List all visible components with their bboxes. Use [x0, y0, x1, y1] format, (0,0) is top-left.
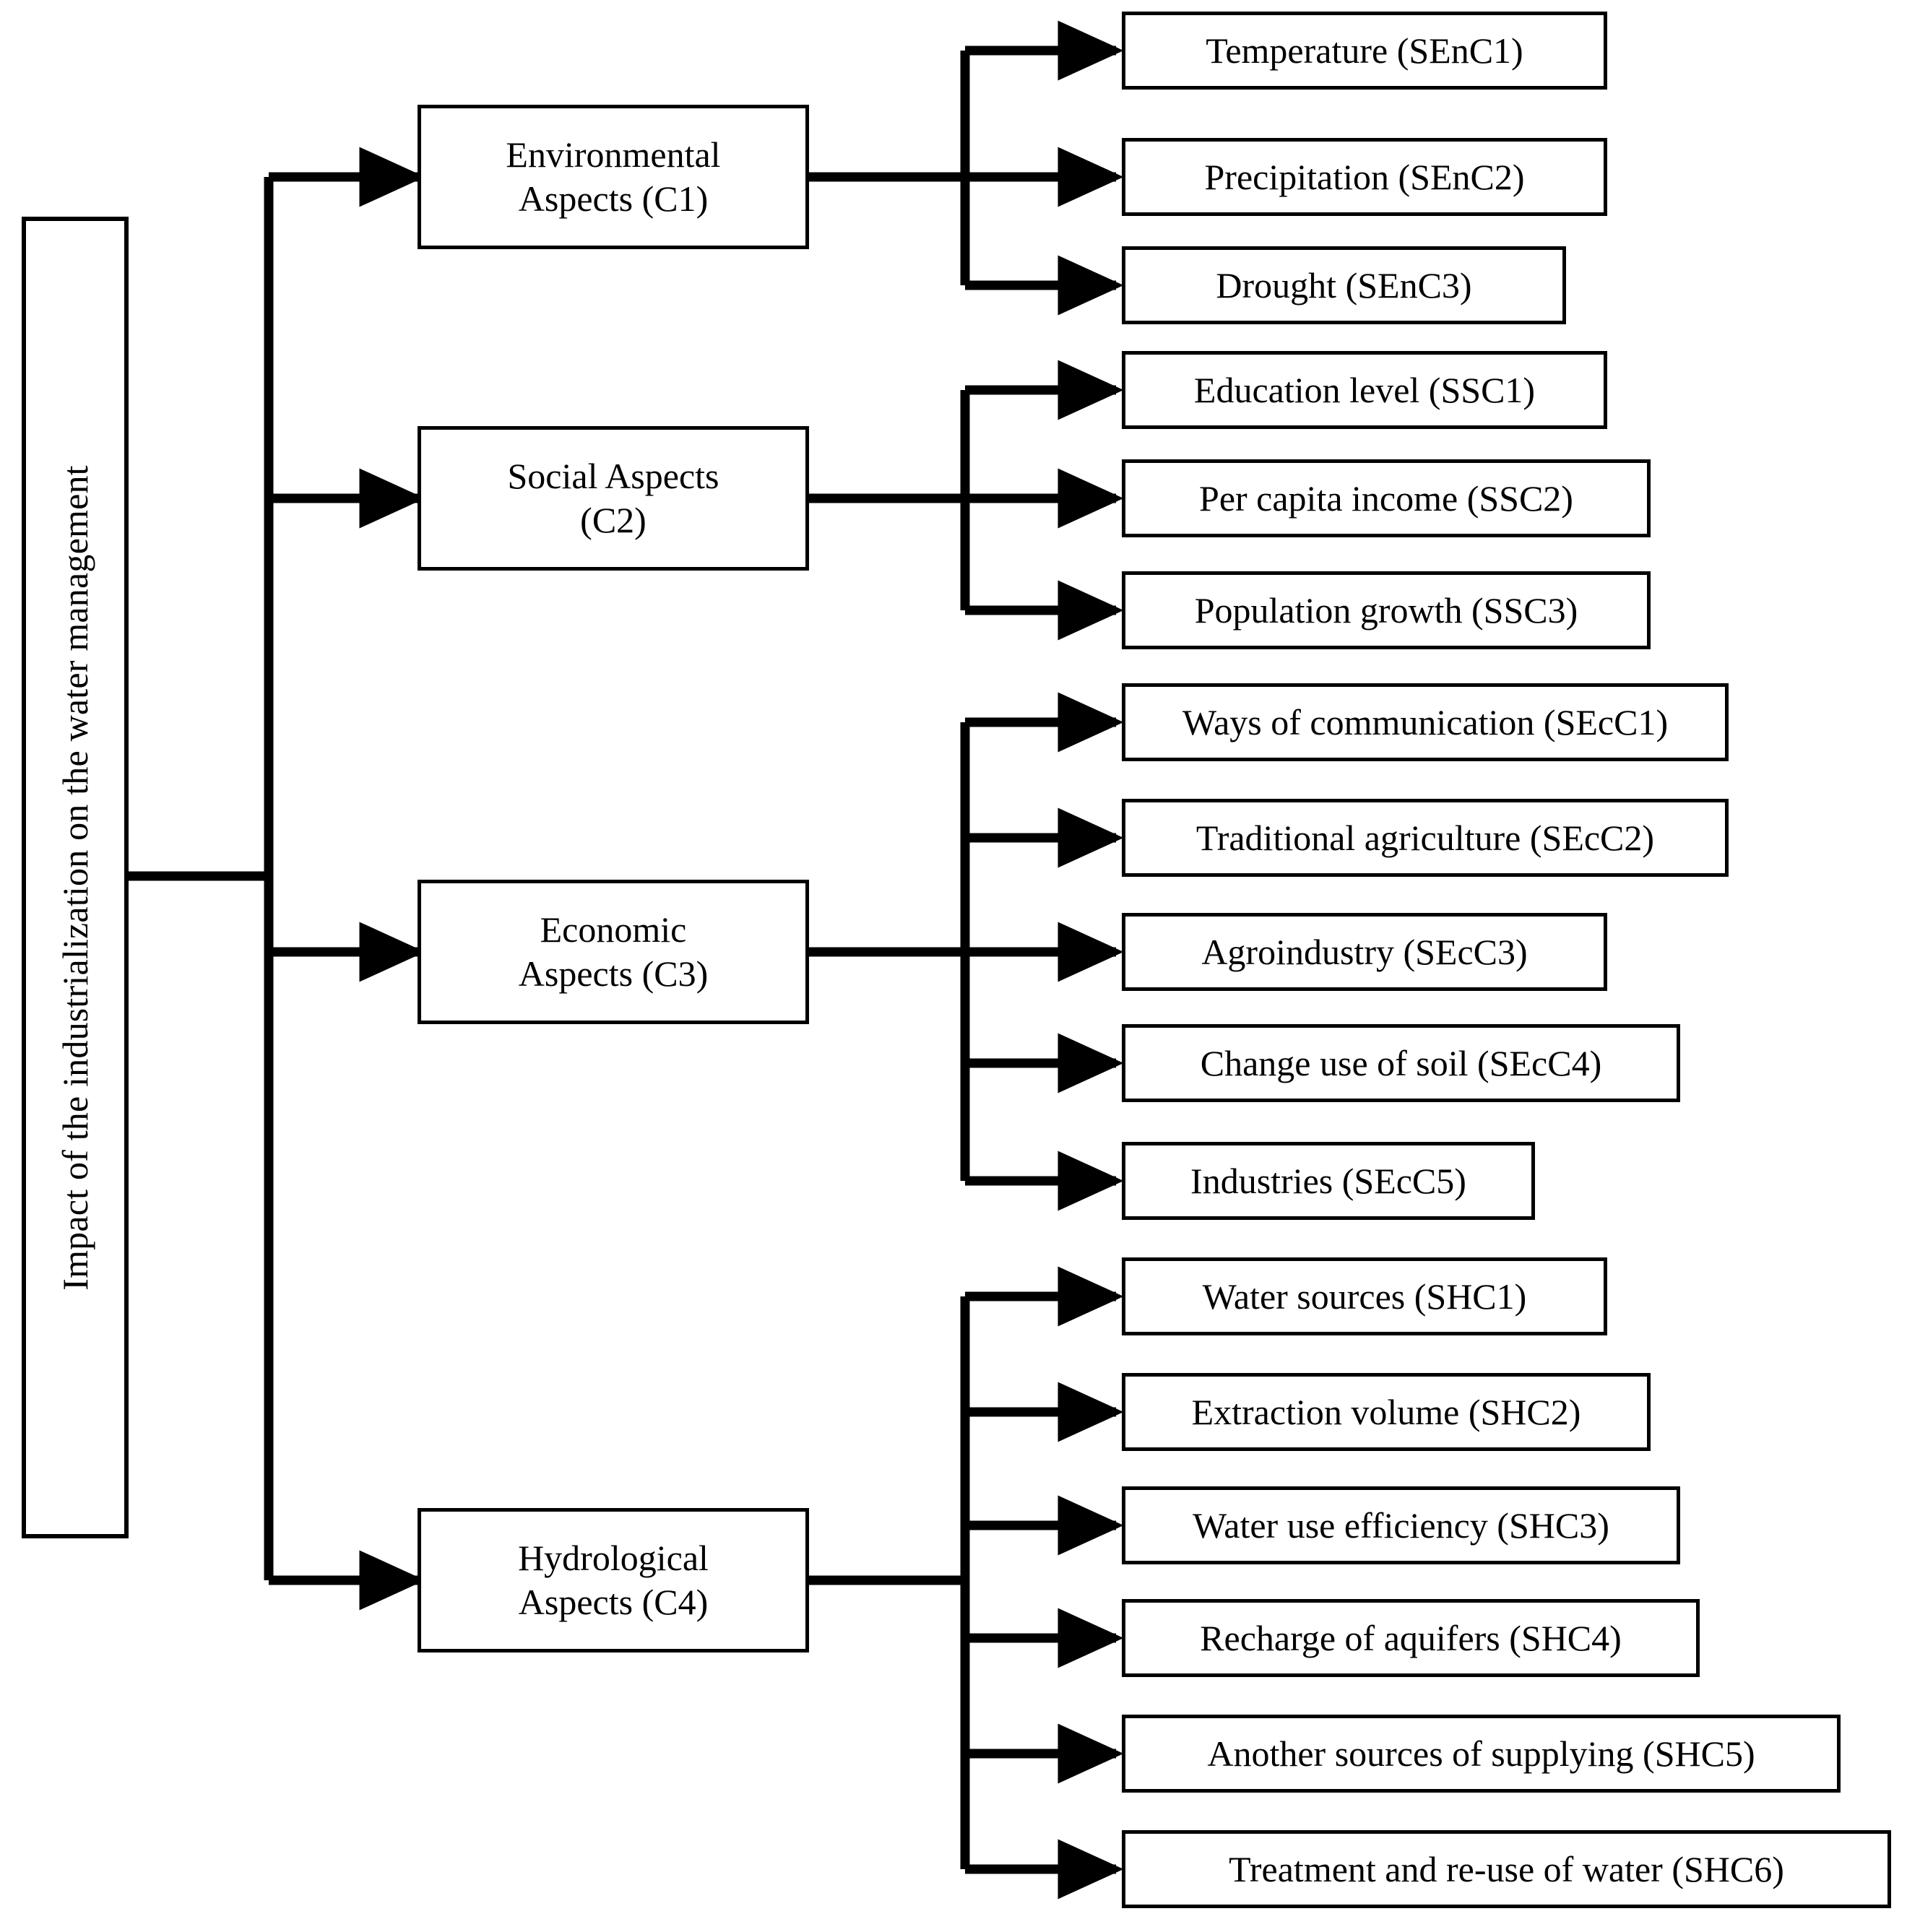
subcriterion-label-shc1: Water sources (SHC1): [1202, 1275, 1527, 1317]
subcriterion-label-senc1: Temperature (SEnC1): [1206, 30, 1523, 71]
criterion-label-c2: Social Aspects (C2): [507, 456, 719, 540]
subcriterion-node-senc3[interactable]: Drought (SEnC3): [1122, 246, 1566, 324]
subcriterion-node-senc1[interactable]: Temperature (SEnC1): [1122, 12, 1607, 90]
criterion-node-c1[interactable]: Environmental Aspects (C1): [418, 105, 809, 249]
subcriterion-node-shc6[interactable]: Treatment and re-use of water (SHC6): [1122, 1830, 1891, 1908]
subcriterion-label-ssc3: Population growth (SSC3): [1194, 589, 1578, 631]
criterion-label-c1: Environmental Aspects (C1): [506, 134, 721, 219]
root-node-label: Impact of the industrialization on the w…: [54, 464, 95, 1291]
subcriterion-label-secc5: Industries (SEcC5): [1190, 1160, 1466, 1201]
subcriterion-node-shc4[interactable]: Recharge of aquifers (SHC4): [1122, 1599, 1700, 1677]
subcriterion-node-ssc3[interactable]: Population growth (SSC3): [1122, 571, 1651, 649]
subcriterion-label-secc3: Agroindustry (SEcC3): [1201, 931, 1528, 972]
subcriterion-node-shc3[interactable]: Water use efficiency (SHC3): [1122, 1486, 1680, 1564]
subcriterion-node-secc5[interactable]: Industries (SEcC5): [1122, 1142, 1535, 1220]
subcriterion-node-secc4[interactable]: Change use of soil (SEcC4): [1122, 1024, 1680, 1102]
subcriterion-node-shc2[interactable]: Extraction volume (SHC2): [1122, 1373, 1651, 1451]
subcriterion-label-shc3: Water use efficiency (SHC3): [1193, 1504, 1609, 1546]
criterion-label-c3: Economic Aspects (C3): [518, 909, 709, 994]
subcriterion-label-secc4: Change use of soil (SEcC4): [1200, 1042, 1602, 1083]
criterion-node-c2[interactable]: Social Aspects (C2): [418, 426, 809, 571]
subcriterion-node-secc1[interactable]: Ways of communication (SEcC1): [1122, 683, 1729, 761]
subcriterion-node-ssc1[interactable]: Education level (SSC1): [1122, 351, 1607, 429]
subcriterion-label-ssc2: Per capita income (SSC2): [1199, 477, 1573, 519]
subcriterion-label-ssc1: Education level (SSC1): [1193, 369, 1536, 410]
subcriterion-label-secc2: Traditional agriculture (SEcC2): [1195, 817, 1655, 858]
subcriterion-label-senc3: Drought (SEnC3): [1216, 264, 1472, 306]
subcriterion-label-shc6: Treatment and re-use of water (SHC6): [1229, 1848, 1784, 1889]
subcriterion-node-shc5[interactable]: Another sources of supplying (SHC5): [1122, 1715, 1841, 1793]
subcriterion-label-shc2: Extraction volume (SHC2): [1191, 1391, 1581, 1432]
subcriterion-label-shc4: Recharge of aquifers (SHC4): [1200, 1617, 1622, 1658]
criterion-node-c3[interactable]: Economic Aspects (C3): [418, 880, 809, 1024]
subcriterion-node-shc1[interactable]: Water sources (SHC1): [1122, 1257, 1607, 1335]
subcriterion-node-senc2[interactable]: Precipitation (SEnC2): [1122, 138, 1607, 216]
subcriterion-label-senc2: Precipitation (SEnC2): [1204, 156, 1525, 197]
subcriterion-node-ssc2[interactable]: Per capita income (SSC2): [1122, 459, 1651, 537]
criterion-node-c4[interactable]: Hydrological Aspects (C4): [418, 1508, 809, 1652]
subcriterion-node-secc3[interactable]: Agroindustry (SEcC3): [1122, 913, 1607, 991]
root-node-title[interactable]: Impact of the industrialization on the w…: [22, 217, 129, 1538]
criterion-label-c4: Hydrological Aspects (C4): [518, 1538, 709, 1622]
subcriterion-node-secc2[interactable]: Traditional agriculture (SEcC2): [1122, 799, 1729, 877]
subcriterion-label-shc5: Another sources of supplying (SHC5): [1207, 1733, 1755, 1774]
subcriterion-label-secc1: Ways of communication (SEcC1): [1182, 701, 1669, 742]
